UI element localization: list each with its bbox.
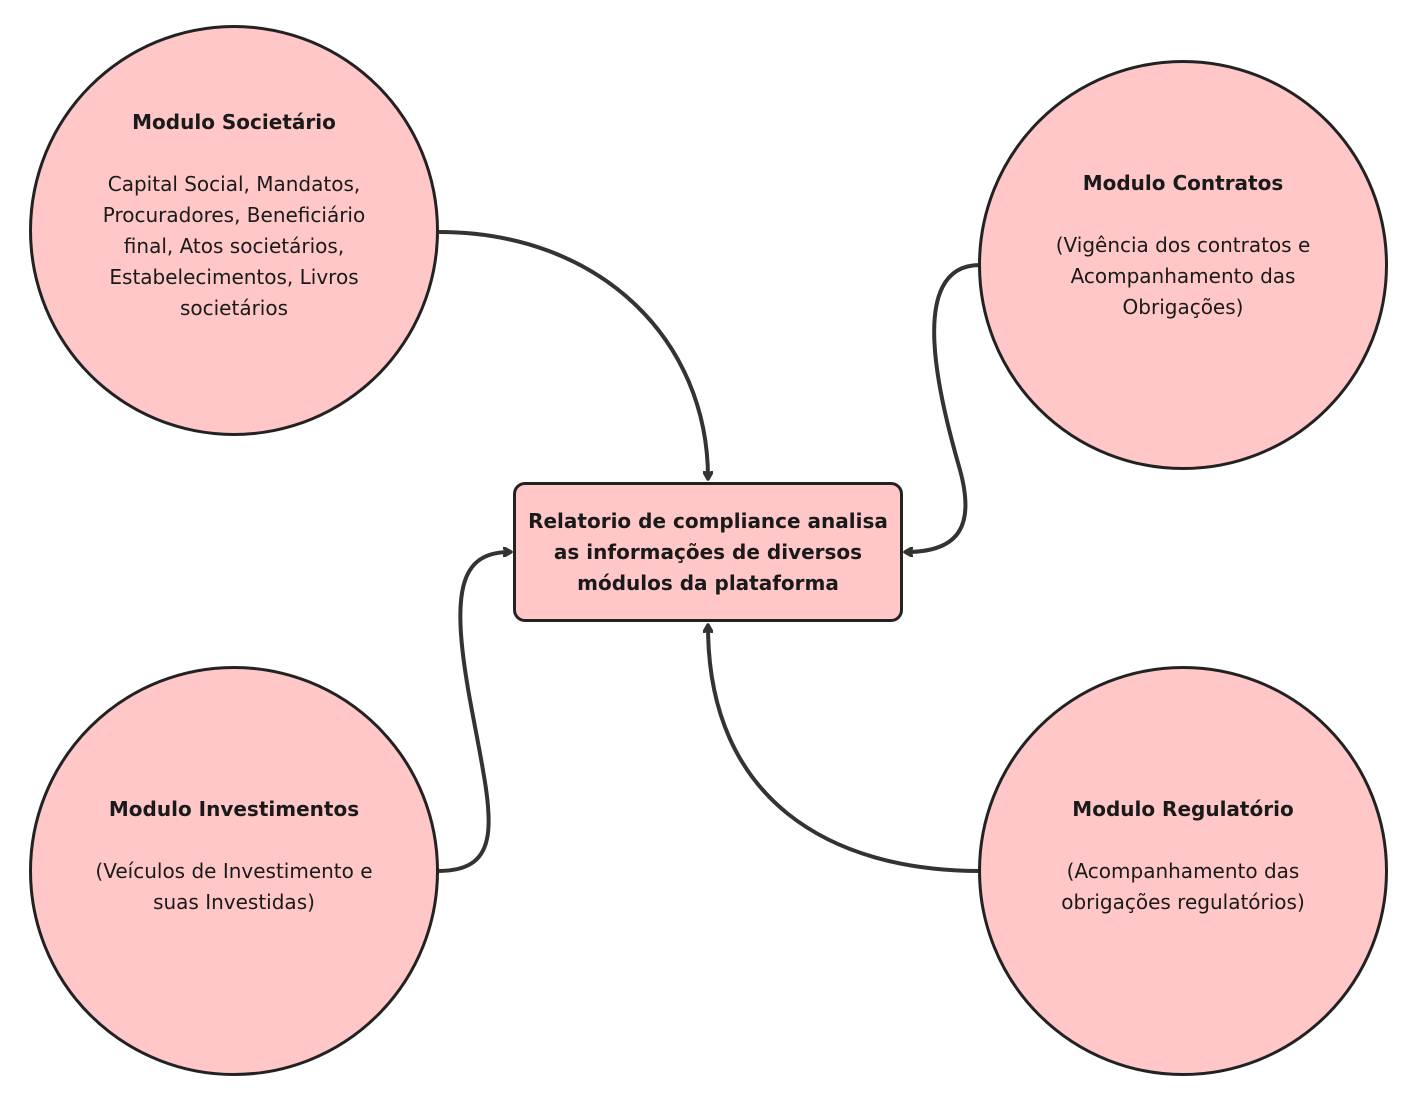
node-description: (Vigência dos contratos e Acompanhamento… [1055,232,1311,319]
node-description: (Acompanhamento das obrigações regulatór… [1061,859,1305,914]
node-modulo-contratos: Modulo Contratos (Vigência dos contratos… [978,60,1388,470]
arrow-societario-to-report [438,230,708,478]
arrow-regulatorio-to-report [708,626,981,873]
node-description: Capital Social, Mandatos, Procuradores, … [102,172,366,320]
node-modulo-societario: Modulo Societário Capital Social, Mandat… [29,25,439,436]
node-title: Modulo Regulatório [1072,797,1294,821]
node-description: (Veículos de Investimento e suas Investi… [95,859,373,914]
report-label: Relatorio de compliance analisa as infor… [528,508,888,595]
node-title: Modulo Societário [132,110,336,134]
node-modulo-regulatorio: Modulo Regulatório (Acompanhamento das o… [978,666,1388,1076]
node-modulo-investimentos: Modulo Investimentos (Veículos de Invest… [29,666,439,1076]
arrow-investimentos-to-report [437,552,510,873]
node-relatorio-compliance: Relatorio de compliance analisa as infor… [513,482,903,622]
node-title: Modulo Investimentos [108,797,360,821]
arrow-contratos-to-report [906,263,981,552]
node-title: Modulo Contratos [1082,170,1284,195]
